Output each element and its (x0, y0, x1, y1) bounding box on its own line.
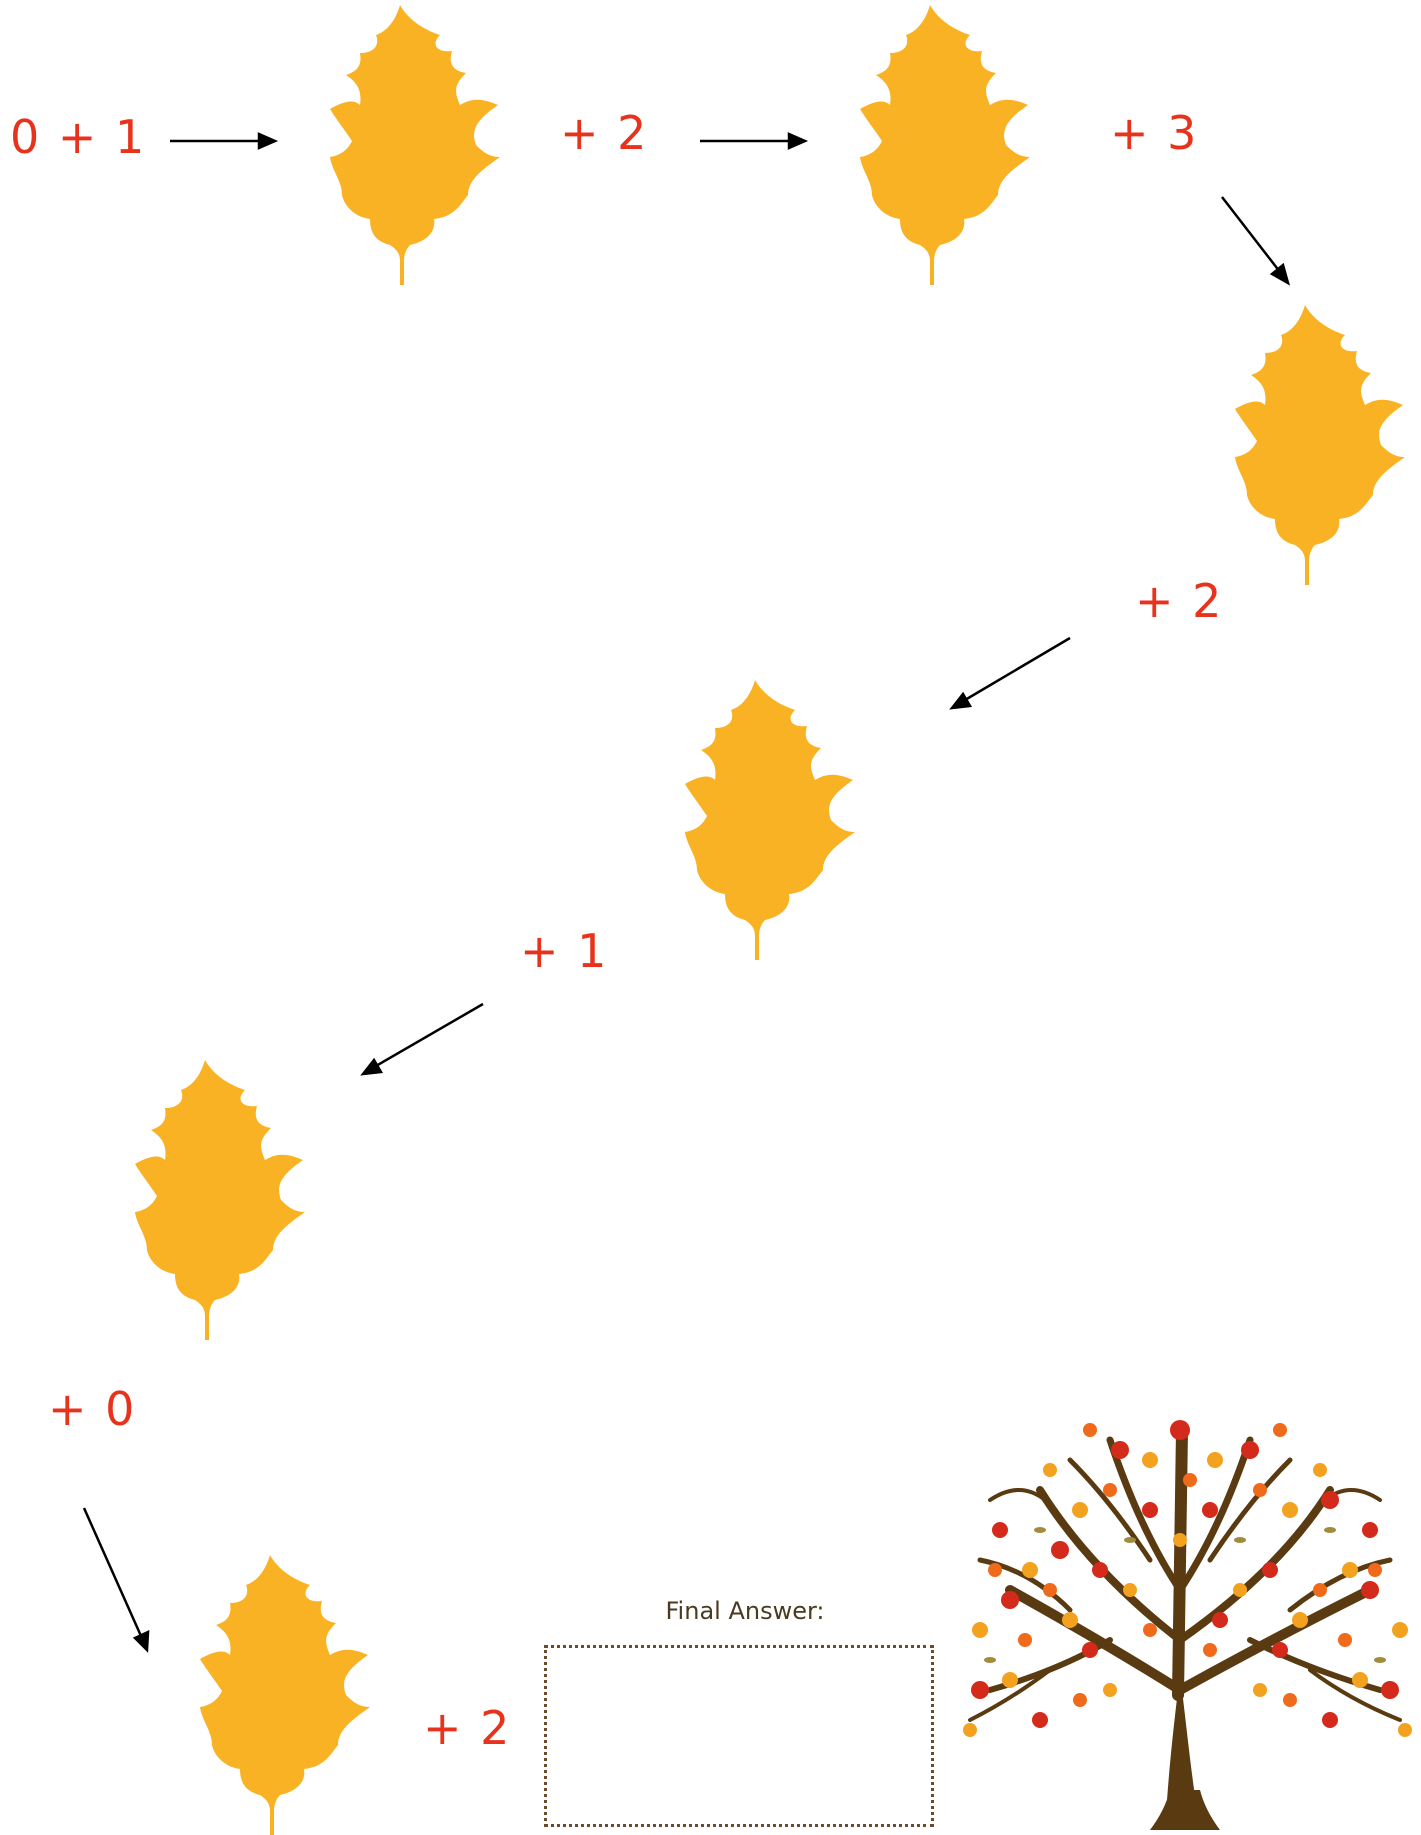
arrow-icon (363, 1004, 483, 1074)
add-zero-expression: + 0 (48, 1386, 136, 1432)
add-two-expression: + 2 (1135, 578, 1223, 624)
arrow-icon (952, 638, 1070, 708)
autumn-tree-illustration (950, 1390, 1420, 1830)
final-answer-box[interactable] (544, 1645, 934, 1827)
arrow-icon (84, 1508, 148, 1650)
start-expression: 0 + 1 (10, 114, 146, 160)
oak-leaf-icon (860, 5, 1030, 285)
add-two-expression: + 2 (423, 1705, 511, 1751)
arrow-icon (700, 134, 805, 148)
oak-leaf-icon (685, 680, 855, 960)
add-one-expression: + 1 (520, 928, 608, 974)
arrow-icon (170, 134, 275, 148)
arrow-icon (1222, 197, 1288, 283)
oak-leaf-icon (200, 1555, 370, 1835)
oak-leaf-icon (1235, 305, 1405, 585)
final-answer-label: Final Answer: (600, 1597, 890, 1625)
oak-leaf-icon (135, 1060, 305, 1340)
oak-leaf-icon (330, 5, 500, 285)
add-two-expression: + 2 (560, 110, 648, 156)
add-three-expression: + 3 (1110, 110, 1198, 156)
